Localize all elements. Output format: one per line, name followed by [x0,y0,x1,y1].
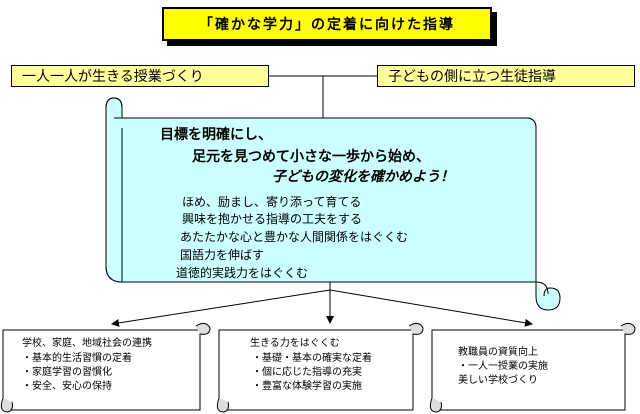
right-theme-box: 子どもの側に立つ生徒指導 [377,65,635,87]
box1-line-3: ・安全、安心の保持 [22,381,112,392]
arrow-left [111,289,331,327]
box3-heading: 教職員の資質向上 [458,347,538,358]
item-5: 道徳的実践力をはぐくむ [176,266,309,280]
item-4: 国語力を伸ばす [180,248,265,262]
arrow-right [329,289,533,327]
item-2: 興味を抱かせる指導の工夫をする [182,212,363,226]
box1-heading: 学校、家庭、地域社会の連携 [22,338,152,349]
bottom-scroll-1 [0,322,211,413]
box3-line-1: ・一人一授業の実施 [458,361,548,372]
box2-line-3: ・豊富な体験学習の実施 [252,381,362,392]
bottom-scroll-2 [216,322,424,413]
goal-line-3: 子どもの変化を確かめよう！ [272,169,454,185]
box3-line-2: 美しい学校づくり [458,375,538,386]
left-theme-box: 一人一人が生きる授業づくり [11,65,269,87]
box2-heading: 生きる力をはぐくむ [250,338,340,349]
page-title: 「確かな学力」の定着に向けた指導 [162,7,492,41]
item-3: あたたかな心と豊かな人間関係をはぐくむ [180,230,409,244]
goal-line-2: 足元を見つめて小さな一歩から始め、 [192,149,430,165]
box1-line-2: ・家庭学習の習慣化 [22,367,112,378]
left-theme-label: 一人一人が生きる授業づくり [22,69,204,85]
right-theme-label: 子どもの側に立つ生徒指導 [388,69,556,85]
main-scroll [105,97,561,311]
box2-line-1: ・基礎・基本の確実な定着 [252,353,372,364]
box1-line-1: ・基本的生活習慣の定着 [22,353,132,364]
bottom-scroll-3 [429,322,636,413]
box2-line-2: ・個に応じた指導の充実 [252,367,362,378]
item-1: ほめ、励まし、寄り添って育てる [182,195,362,209]
goal-line-1: 目標を明確にし、 [160,127,272,143]
